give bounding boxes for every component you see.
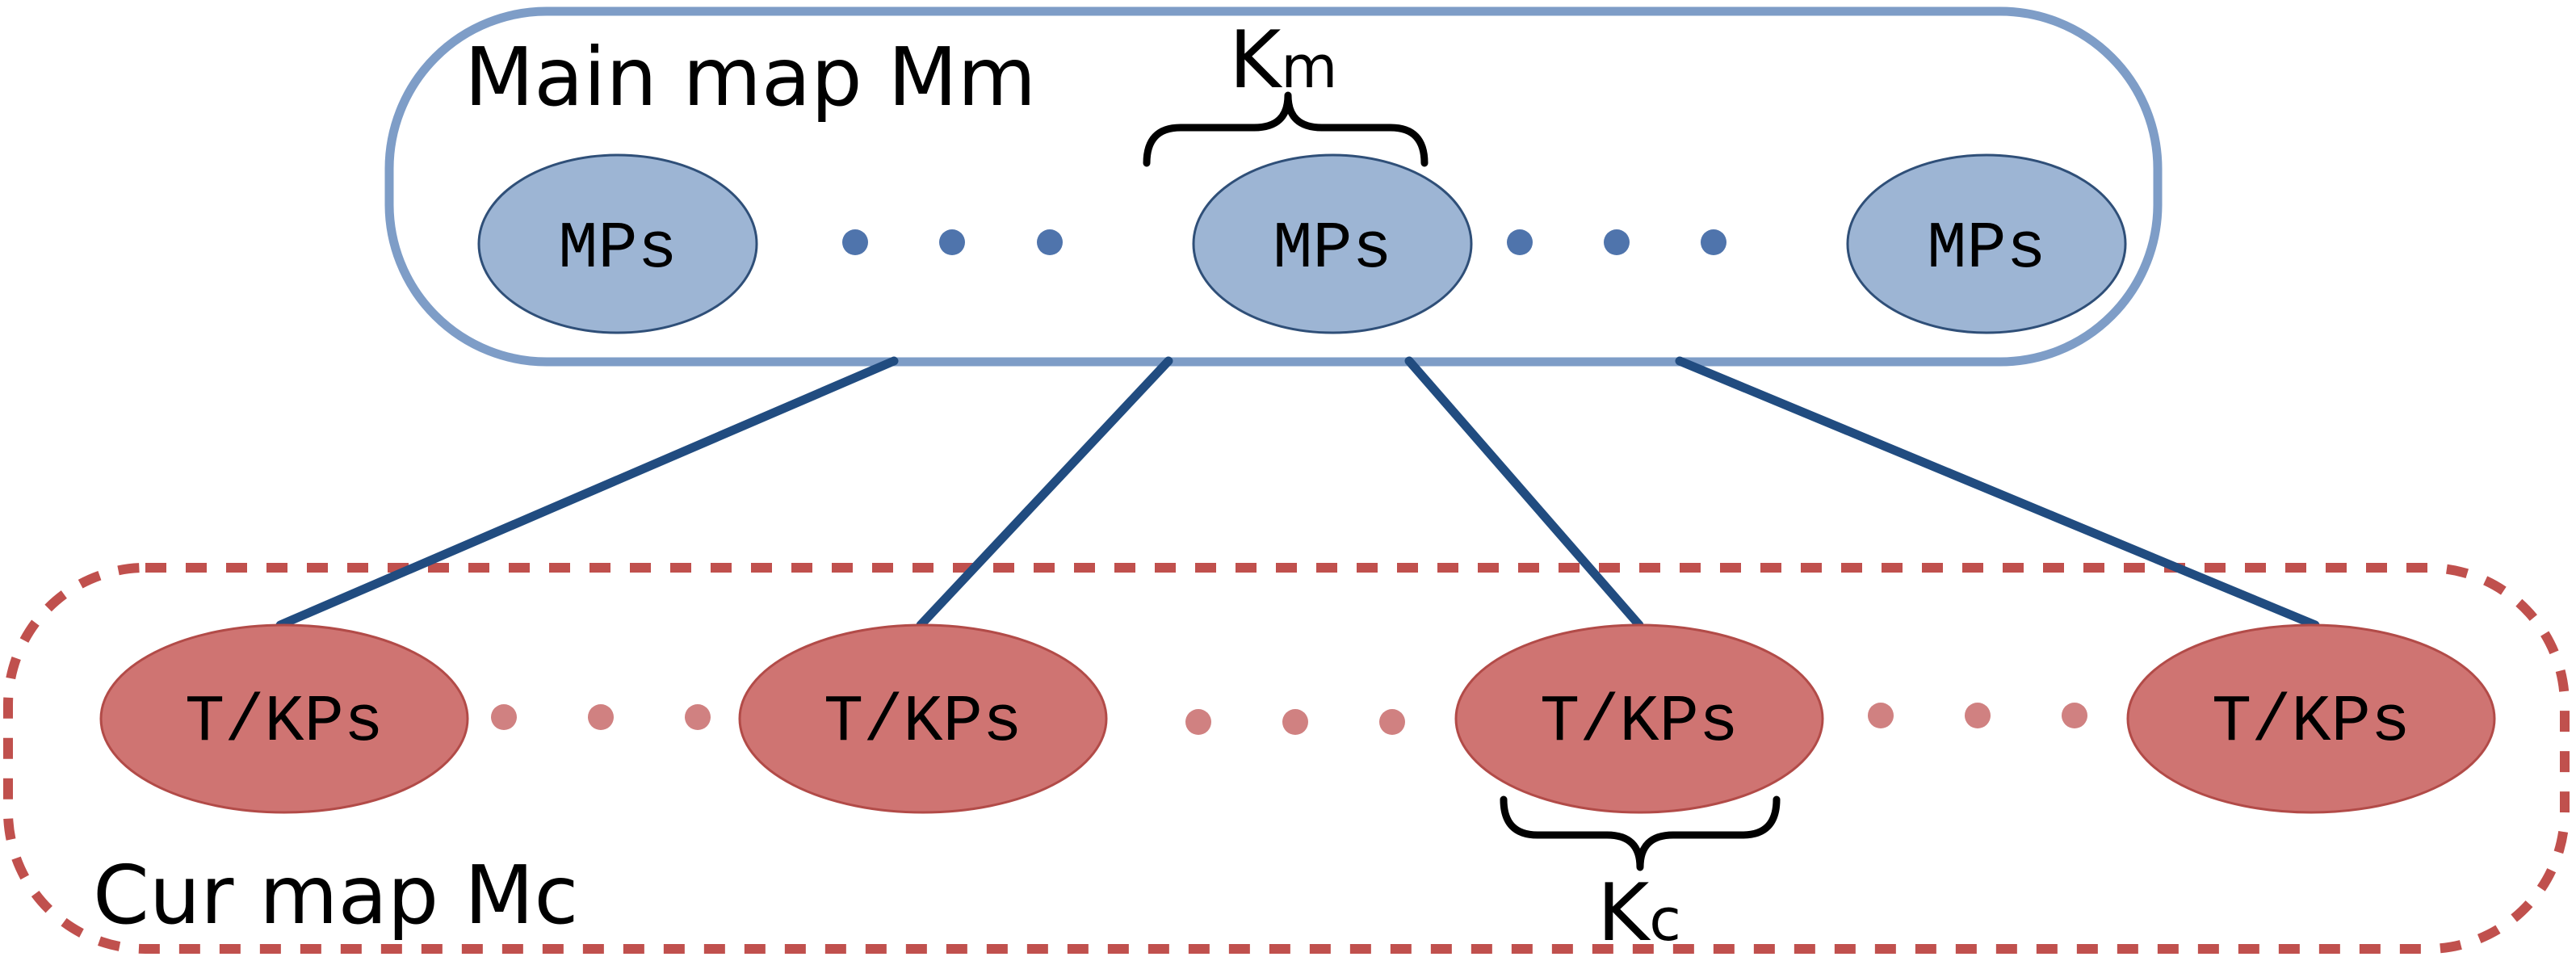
ellipsis-dot xyxy=(588,704,614,730)
connection-line xyxy=(275,356,899,630)
ellipsis-dot xyxy=(1282,709,1308,735)
main-map-label: Main map Mm xyxy=(464,30,1036,124)
ellipsis-dot xyxy=(1604,229,1630,255)
cur-node-label: T/KPs xyxy=(1540,685,1739,760)
ellipsis-dot xyxy=(939,229,965,255)
ellipsis-dot xyxy=(842,229,868,255)
ellipsis-dot xyxy=(1185,709,1211,735)
ellipsis-dot xyxy=(1701,229,1726,255)
main-map-point-node xyxy=(477,153,758,334)
cur-map-keypoint-node xyxy=(738,623,1108,814)
ellipsis-dot xyxy=(1037,229,1063,255)
ellipsis-dot xyxy=(2062,703,2087,728)
keyframe-label-cur-base: K xyxy=(1597,867,1651,959)
keyframe-label-main-sub: m xyxy=(1281,33,1337,101)
main-map-point-node xyxy=(1192,153,1473,334)
ellipsis-dot xyxy=(685,704,711,730)
connection-line xyxy=(1675,356,2320,630)
connection-line xyxy=(1404,356,1644,630)
keyframe-label-cur: Kc xyxy=(1597,867,1681,959)
connection-line xyxy=(916,356,1173,630)
cur-node-label: T/KPs xyxy=(185,685,384,760)
ellipsis-dot xyxy=(1965,703,1991,728)
cur-map-ellipsis xyxy=(491,703,2087,735)
keyframe-label-main-base: K xyxy=(1229,15,1283,107)
keyframe-label-cur-sub: c xyxy=(1649,886,1681,954)
cur-node-label: T/KPs xyxy=(824,685,1022,760)
main-map-nodes: MPs MPs MPs xyxy=(477,153,2127,334)
ellipsis-dot xyxy=(1868,703,1894,728)
keyframe-brace-top xyxy=(1143,91,1429,167)
cur-map-keypoint-node xyxy=(1454,623,1824,814)
keyframe-brace-bottom xyxy=(1500,795,1781,871)
main-map-point-node xyxy=(1846,153,2127,334)
cur-node-label: T/KPs xyxy=(2212,685,2410,760)
main-node-label: MPs xyxy=(1927,212,2046,287)
cur-map-nodes: T/KPs T/KPs T/KPs T/KPs xyxy=(99,623,2496,814)
cur-map-keypoint-node xyxy=(2126,623,2496,814)
cur-map-container xyxy=(3,563,2570,954)
ellipsis-dot xyxy=(1379,709,1405,735)
ellipsis-dot xyxy=(1507,229,1533,255)
main-node-label: MPs xyxy=(1273,212,1392,287)
cur-map-keypoint-node xyxy=(99,623,469,814)
map-connections xyxy=(275,356,2320,630)
main-map-ellipsis xyxy=(842,229,1726,255)
keyframe-label-main: Km xyxy=(1229,15,1337,107)
main-node-label: MPs xyxy=(558,212,678,287)
cur-map-label: Cur map Mc xyxy=(93,848,578,942)
main-map-container xyxy=(384,6,2163,367)
ellipsis-dot xyxy=(491,704,517,730)
